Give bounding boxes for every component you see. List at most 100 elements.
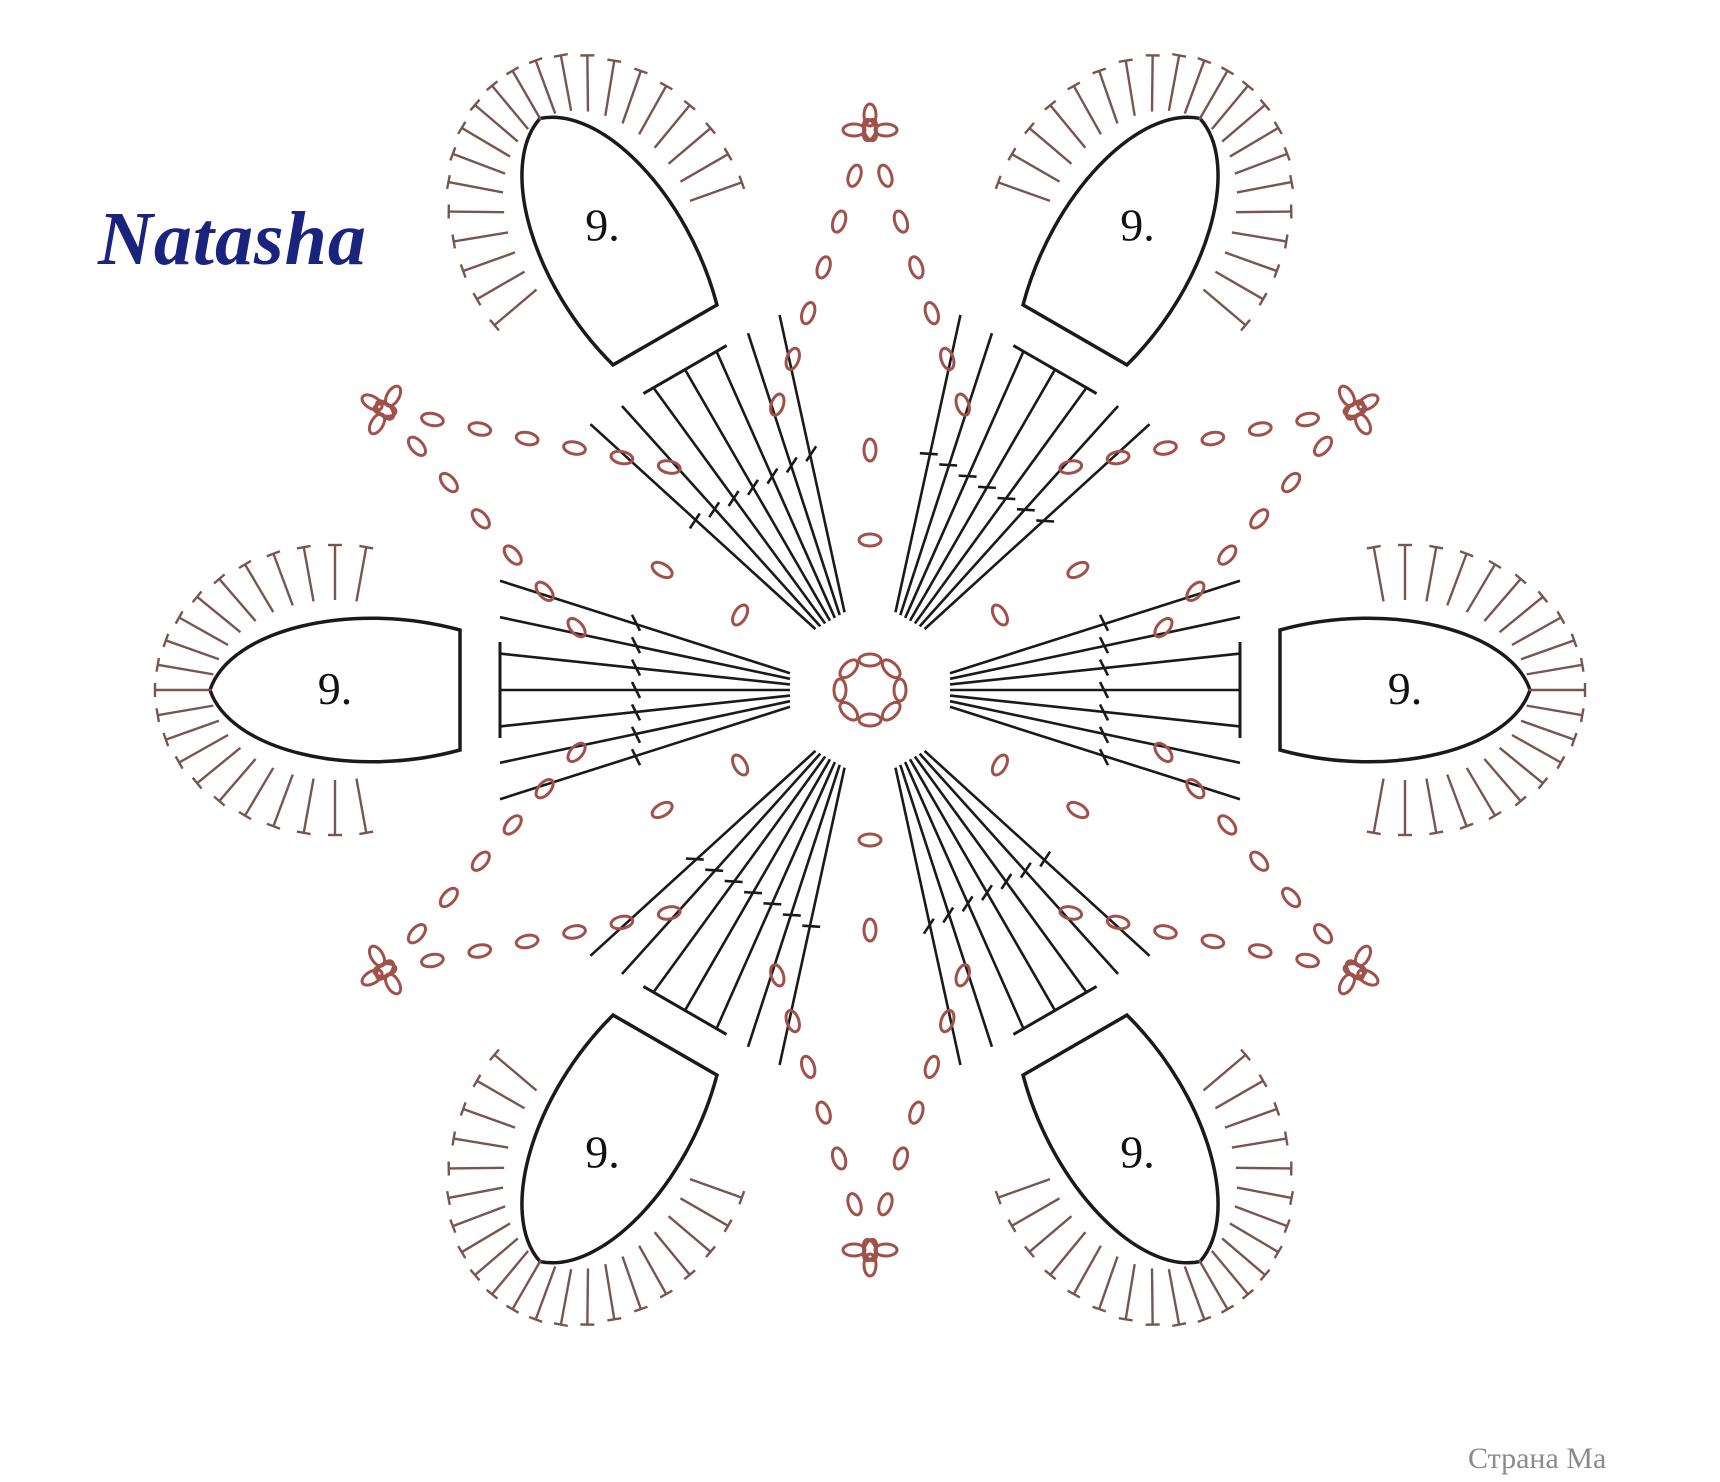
chain-stitch — [1184, 776, 1208, 800]
chain-stitch — [1279, 885, 1303, 909]
chain-stitch — [437, 885, 461, 909]
stem-stitch — [590, 378, 815, 675]
chain-stitch — [1248, 421, 1272, 437]
petal — [155, 545, 790, 835]
fringe-cap — [634, 64, 647, 78]
chain-stitch — [830, 209, 848, 234]
chain-stitch — [845, 163, 863, 188]
chain-stitch — [1106, 914, 1130, 930]
fringe-stitch — [1222, 1229, 1265, 1284]
chain-stitch — [420, 411, 444, 427]
fringe-cap — [1008, 1220, 1015, 1232]
fringe-stitch — [158, 706, 214, 716]
chain-stitch — [565, 615, 589, 639]
fringe-stitch — [1012, 154, 1060, 182]
chain-stitch — [923, 301, 941, 326]
stem-stitch — [910, 370, 1055, 621]
chain-stitch — [954, 392, 972, 417]
chain-stitch — [864, 439, 876, 461]
fringe-cap — [1489, 812, 1501, 819]
fringe-stitch — [1215, 272, 1263, 300]
chain-stitch — [876, 163, 894, 188]
chain-stitch — [923, 1055, 941, 1080]
fringe-cap — [1241, 81, 1254, 90]
chain-stitch — [1154, 440, 1178, 456]
chain-stitch — [907, 1100, 925, 1125]
stitch-bar — [997, 491, 1015, 506]
fringe-stitch — [1232, 216, 1286, 259]
fringe-stitch — [475, 1229, 518, 1284]
stitch-bar — [978, 885, 996, 900]
chain-stitch — [515, 430, 539, 446]
fringe-stitch — [304, 547, 314, 601]
fringe-cap — [706, 122, 715, 135]
fringe-stitch — [1235, 136, 1287, 191]
fringe-stitch — [1374, 547, 1384, 601]
stem-stitch — [590, 705, 815, 1002]
chain-stitch — [468, 421, 492, 437]
stitch-bar — [725, 491, 743, 506]
fringe-stitch — [1230, 1210, 1278, 1266]
fringe-cap — [473, 1075, 480, 1087]
fringe-stitch — [304, 779, 314, 833]
fringe-stitch — [1199, 71, 1227, 120]
chain-stitch — [1296, 952, 1320, 968]
chain-stitch — [768, 392, 786, 417]
chain-stitch — [799, 1055, 817, 1080]
fringe-stitch — [690, 174, 742, 210]
fringe-stitch — [449, 188, 504, 236]
fringe-stitch — [1235, 1189, 1287, 1244]
chain-stitch — [1311, 434, 1335, 458]
fringe-stitch — [513, 1260, 541, 1309]
fringe-stitch — [449, 1144, 504, 1192]
chain-stitch — [954, 963, 972, 988]
fringe-stitch — [1199, 290, 1251, 326]
fringe-stitch — [490, 290, 542, 326]
chain-stitch — [468, 943, 492, 959]
stitch-bar — [763, 896, 781, 911]
fringe-cap — [297, 832, 311, 834]
chain-stitch — [610, 449, 634, 465]
fringe-stitch — [462, 114, 510, 170]
fringe-cap — [446, 147, 460, 160]
petal-base — [643, 986, 726, 1034]
chain-stitch — [1216, 813, 1240, 837]
fringe-stitch — [463, 1100, 515, 1136]
chain-stitch — [1247, 849, 1271, 873]
chain-stitch — [876, 1192, 894, 1217]
chain-stitch — [814, 1100, 832, 1125]
chain-stitch — [879, 699, 903, 723]
chain-stitch — [834, 679, 846, 701]
fringe-stitch — [1467, 768, 1495, 816]
fringe-stitch — [1374, 779, 1384, 833]
fringe-stitch — [680, 154, 728, 182]
fringe-stitch — [166, 721, 219, 740]
petal-number: 9. — [318, 663, 353, 714]
fringe-cap — [1008, 148, 1015, 160]
fringe-stitch — [1199, 1055, 1251, 1091]
chain-stitch — [373, 398, 397, 422]
stem-stitch — [685, 759, 830, 1010]
fringe-stitch — [454, 1122, 508, 1165]
fringe-stitch — [356, 779, 366, 833]
fringe-cap — [359, 546, 373, 548]
fringe-stitch — [245, 564, 273, 612]
fringe-stitch — [475, 96, 518, 151]
chain-stitch — [989, 602, 1010, 627]
chain-stitch — [859, 654, 881, 666]
fringe-cap — [1093, 64, 1106, 78]
fringe-cap — [446, 1220, 460, 1233]
chain-stitch — [1216, 543, 1240, 567]
fringe-stitch — [219, 759, 255, 801]
stitch-bar — [959, 469, 977, 484]
chain-stitch — [533, 579, 557, 603]
fringe-cap — [1260, 293, 1267, 305]
fringe-stitch — [998, 174, 1050, 210]
fringe-stitch — [179, 735, 228, 763]
fringe-stitch — [197, 597, 240, 632]
picot-loop — [843, 124, 865, 136]
fringe-stitch — [1512, 735, 1561, 763]
fringe-cap — [490, 1048, 499, 1061]
fringe-stitch — [477, 272, 525, 300]
fringe-stitch — [1025, 128, 1077, 164]
